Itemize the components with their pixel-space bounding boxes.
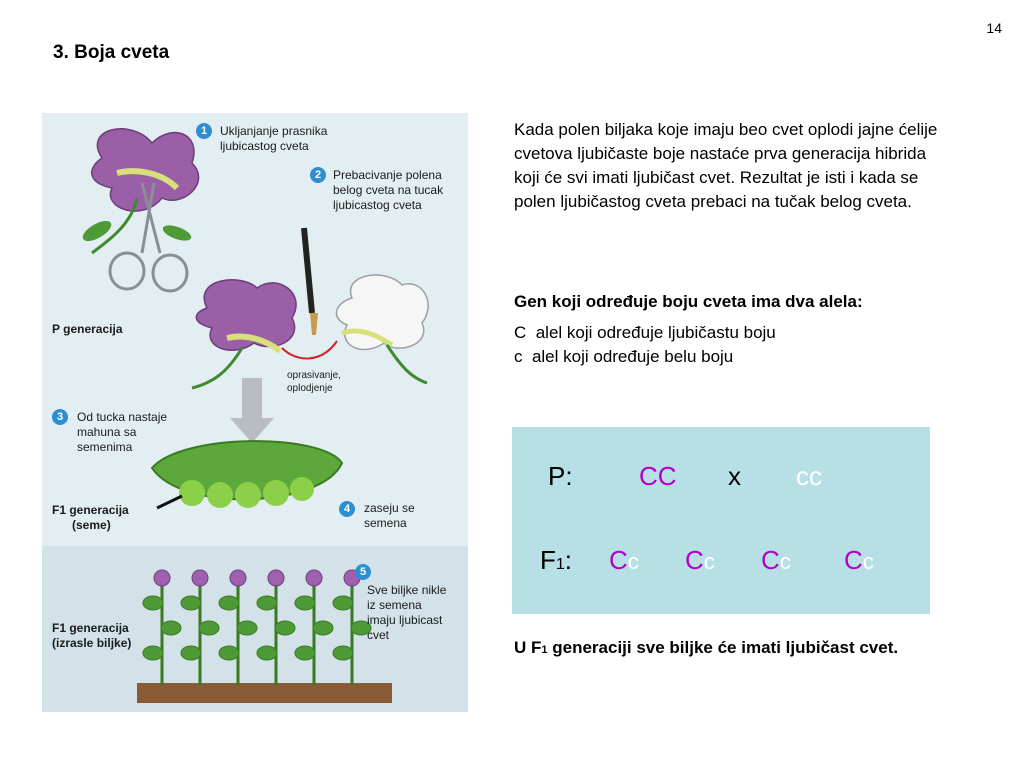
step-4-text: zaseju se semena <box>364 501 415 531</box>
purple-flower-icon <box>82 128 200 255</box>
step-3-line-1: Od tucka nastaje <box>77 410 168 424</box>
allele-dominant: C alel koji određuje ljubičastu boju <box>514 323 776 342</box>
purple-flower-icon <box>191 279 297 390</box>
f1-label-subscript: 1 <box>555 556 565 573</box>
parent-2-genotype: cc <box>796 461 822 491</box>
illustration-drawing <box>82 128 429 703</box>
cross-symbol: x <box>728 461 741 491</box>
conclusion-rest: generaciji sve biljke će imati ljubičast… <box>547 638 899 657</box>
step-5-line-2: iz semena <box>367 598 422 612</box>
recessive-allele: c <box>703 549 715 574</box>
step-2-line-2: belog cveta na tucak <box>333 183 444 197</box>
paintbrush-icon <box>301 227 318 335</box>
step-1-line-1: Ukljanjanje prasnika <box>220 124 328 138</box>
allele-heading: Gen koji određuje boju cveta ima dva ale… <box>514 292 863 311</box>
f1-plants-line-2: (izrasle biljke) <box>52 636 132 650</box>
step-1-badge: 1 <box>196 123 212 139</box>
step-4-badge: 4 <box>339 501 355 517</box>
f1-seeds-label: F1 generacija (seme) <box>52 503 129 533</box>
offspring-genotype: Cc <box>685 545 715 576</box>
step-1-text: Ukljanjanje prasnika ljubicastog cveta <box>220 124 327 154</box>
step-4-line-2: semena <box>364 516 407 530</box>
f1-label: F1: <box>540 545 572 576</box>
pea-cross-illustration: 1 Ukljanjanje prasnika ljubicastog cveta… <box>42 113 468 712</box>
offspring-genotype: Cc <box>761 545 791 576</box>
p-label: P: <box>548 461 573 491</box>
white-flower-icon <box>335 274 429 385</box>
offspring-genotype: Cc <box>609 545 639 576</box>
dominant-allele: C <box>609 545 628 575</box>
step-2-line-3: ljubicastog cveta <box>333 198 422 212</box>
f1-seeds-line-1: F1 generacija <box>52 503 129 517</box>
slide-title: 3. Boja cveta <box>53 42 170 63</box>
offspring-genotype: Cc <box>844 545 874 576</box>
step-5-badge: 5 <box>355 564 371 580</box>
conclusion-prefix: U F <box>514 638 542 657</box>
dominant-allele: C <box>844 545 863 575</box>
allele-recessive: c alel koji određuje belu boju <box>514 347 734 366</box>
pollination-text: oprasivanje, oplodjenje <box>287 369 341 395</box>
conclusion-subscript: 1 <box>541 644 548 656</box>
step-2-line-1: Prebacivanje polena <box>333 168 442 182</box>
soil-icon <box>137 683 392 703</box>
f1-plants-line-1: F1 generacija <box>52 621 129 635</box>
step-5-line-4: cvet <box>367 628 390 642</box>
step-3-line-2: mahuna sa <box>77 425 137 439</box>
step-3-text: Od tucka nastaje mahuna sa semenima <box>77 410 167 455</box>
dominant-allele: C <box>761 545 780 575</box>
intro-paragraph: Kada polen biljaka koje imaju beo cvet o… <box>514 120 938 211</box>
pollination-arrow-icon <box>281 340 338 360</box>
pollination-line-2: oplodjenje <box>287 383 333 394</box>
step-2-badge: 2 <box>310 167 326 183</box>
step-4-line-1: zaseju se <box>364 501 415 515</box>
f1-label-colon: : <box>564 545 573 575</box>
scissors-icon <box>108 182 189 293</box>
f1-label-letter: F <box>540 545 556 575</box>
pea-plants-icon <box>142 569 372 685</box>
step-5-text: Sve biljke nikle iz semena imaju ljubica… <box>367 583 446 643</box>
p-generation-label: P generacija <box>52 322 123 336</box>
step-3-badge: 3 <box>52 409 68 425</box>
recessive-allele: c <box>627 549 639 574</box>
step-2-text: Prebacivanje polena belog cveta na tucak… <box>333 168 443 213</box>
step-1-line-2: ljubicastog cveta <box>220 139 309 153</box>
genetic-cross-box: P: CC x cc F1: Cc Cc Cc Cc <box>512 427 930 614</box>
down-arrow-icon <box>230 378 274 443</box>
pea-pod-icon <box>150 440 344 510</box>
f1-plants-label: F1 generacija (izrasle biljke) <box>52 621 131 651</box>
recessive-allele: c <box>862 549 874 574</box>
step-5-line-3: imaju ljubicast <box>367 613 443 627</box>
conclusion-text: U F1 generaciji sve biljke će imati ljub… <box>514 638 898 658</box>
recessive-allele: c <box>779 549 791 574</box>
step-3-line-3: semenima <box>77 440 133 454</box>
page-number: 14 <box>986 20 1002 36</box>
step-5-line-1: Sve biljke nikle <box>367 583 447 597</box>
dominant-allele: C <box>685 545 704 575</box>
pollination-line-1: oprasivanje, <box>287 370 341 381</box>
f1-seeds-line-2: (seme) <box>72 518 111 532</box>
parent-1-genotype: CC <box>639 461 677 491</box>
